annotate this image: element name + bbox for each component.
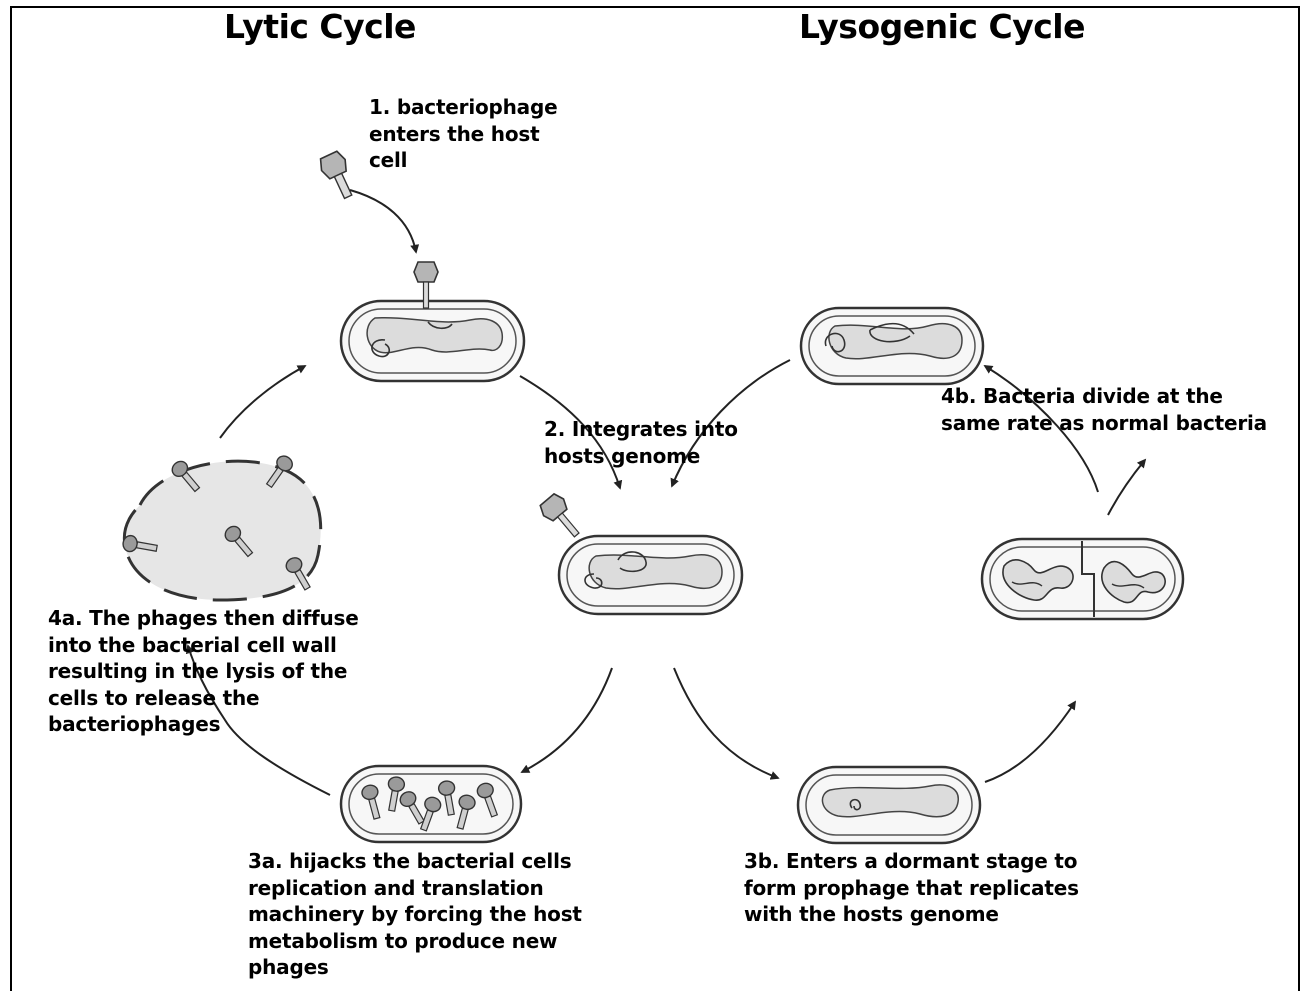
step-3b-label: 3b. Enters a dormant stage to form proph…	[744, 848, 1079, 928]
arrow-to-lytic	[522, 668, 612, 772]
dividing-cell	[982, 539, 1183, 619]
dormant-prophage-cell	[798, 767, 980, 843]
host-cell-infection	[341, 301, 524, 381]
free-phage-icon	[317, 150, 360, 203]
step-4b-label: 4b. Bacteria divide at the same rate as …	[941, 383, 1267, 436]
arrow-divide-continue	[1108, 460, 1145, 515]
step-4a-label: 4a. The phages then diffuse into the bac…	[48, 605, 359, 738]
lysogen-cell	[801, 308, 983, 384]
arrow-burst-to-cell	[220, 366, 305, 438]
integrating-cell	[559, 536, 742, 614]
phage-production-cell	[341, 766, 521, 842]
step-3a-label: 3a. hijacks the bacterial cells replicat…	[248, 848, 582, 981]
lysogenic-cycle-title: Lysogenic Cycle	[799, 7, 1085, 46]
arrow-dormant-to-divide	[985, 702, 1075, 782]
step-1-label: 1. bacteriophage enters the host cell	[369, 94, 557, 174]
injecting-phage-icon	[537, 491, 586, 543]
lysed-cell-burst	[122, 453, 321, 600]
step-2-label: 2. Integrates into hosts genome	[544, 416, 738, 469]
lytic-cycle-title: Lytic Cycle	[224, 7, 416, 46]
arrow-attach	[350, 190, 416, 252]
arrow-to-lysogenic	[674, 668, 778, 778]
